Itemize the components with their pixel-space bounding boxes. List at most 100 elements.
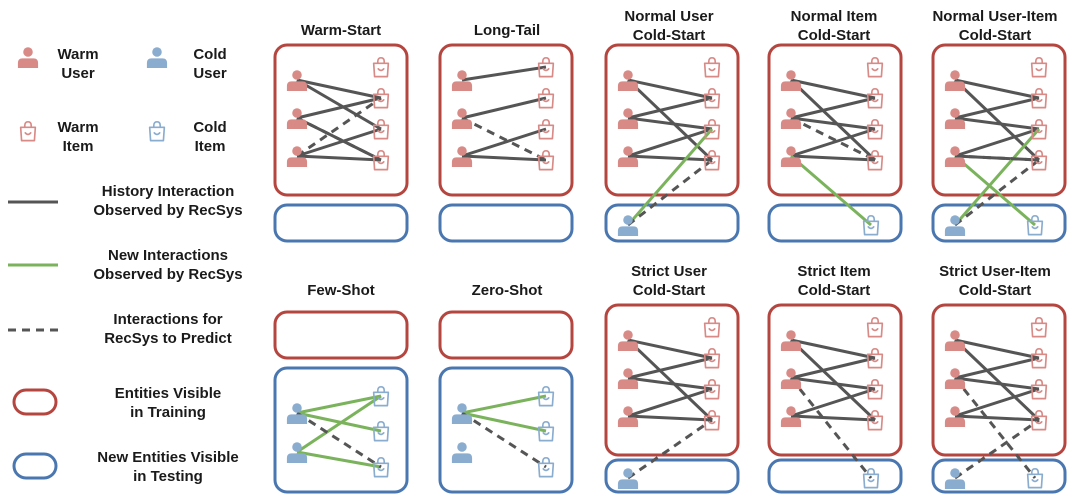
panel-normal-item-cold-start xyxy=(767,43,903,243)
scenario-panels xyxy=(273,43,1067,494)
history-interaction-line xyxy=(627,78,713,100)
new-interaction-line xyxy=(296,450,382,469)
panel-title-long-tail: Long-Tail xyxy=(473,22,541,39)
predict-interaction-line xyxy=(461,116,547,162)
history-interaction-line xyxy=(627,414,713,422)
predict-interaction-line xyxy=(627,158,713,227)
predict-interaction-line xyxy=(953,377,1037,479)
history-interaction-line xyxy=(790,78,876,100)
testing-entities-box xyxy=(931,203,1067,243)
history-interaction-line xyxy=(790,154,876,162)
history-interaction-line xyxy=(790,356,876,380)
panel-strict-user-cold-start xyxy=(604,303,740,494)
testing-entities-box xyxy=(273,203,409,243)
history-interaction-line xyxy=(790,387,876,418)
training-entities-box xyxy=(438,43,574,197)
history-interaction-line xyxy=(954,387,1040,418)
warm-item-icon xyxy=(866,57,884,78)
new-interaction-line xyxy=(461,394,547,415)
panel-strict-item-cold-start xyxy=(767,303,903,494)
testing-entities-box xyxy=(604,203,740,243)
warm-item-icon xyxy=(703,57,721,78)
history-interaction-line xyxy=(790,116,876,131)
history-interaction-line xyxy=(296,96,382,120)
warm-user-icon xyxy=(17,47,39,68)
panel-title-zero-shot: Zero-Shot xyxy=(471,282,543,299)
cold-user-icon xyxy=(617,468,639,489)
new-interaction-line xyxy=(953,128,1041,226)
testing-entities-box xyxy=(438,203,574,243)
predict-interaction-line xyxy=(954,418,1040,480)
panel-long-tail xyxy=(438,43,574,243)
predict-interaction-line xyxy=(461,411,547,469)
history-interaction-line xyxy=(790,376,876,391)
cold-item-icon xyxy=(537,457,555,478)
panel-few-shot xyxy=(273,310,409,494)
test-box-sample xyxy=(12,452,58,480)
history-interaction-line xyxy=(954,116,1040,131)
history-interaction-line xyxy=(461,127,547,158)
history-interaction-line xyxy=(461,96,547,120)
warm-item-icon xyxy=(372,57,390,78)
history-interaction-line xyxy=(954,376,1040,391)
training-entities-box xyxy=(931,303,1067,457)
testing-entities-box xyxy=(273,366,409,494)
predict-interaction-line xyxy=(789,377,873,479)
history-interaction-line xyxy=(790,127,876,158)
new-interaction-line xyxy=(296,394,382,415)
testing-entities-box xyxy=(604,458,740,494)
history-interaction-line xyxy=(626,338,714,422)
warm-item-icon xyxy=(703,317,721,338)
testing-entities-box xyxy=(931,458,1067,494)
training-entities-box xyxy=(767,303,903,457)
history-interaction-line xyxy=(789,78,877,162)
panel-normal-user-item-cold-start xyxy=(931,43,1067,243)
predict-interaction-line xyxy=(954,154,1040,162)
warm-item-icon xyxy=(1030,57,1048,78)
history-interaction-line xyxy=(790,414,876,422)
panel-zero-shot xyxy=(438,310,574,494)
history-interaction-line xyxy=(954,78,1040,100)
panel-normal-user-cold-start xyxy=(604,43,740,243)
legend xyxy=(8,47,168,480)
history-interaction-line xyxy=(954,414,1040,422)
predict-interaction-line xyxy=(954,158,1040,227)
predict-interaction-line xyxy=(296,96,382,158)
cold-user-icon xyxy=(146,47,168,68)
history-interaction-line xyxy=(953,338,1041,422)
history-interaction-line xyxy=(627,96,713,120)
history-interaction-line xyxy=(954,356,1040,380)
new-interaction-line xyxy=(954,154,1036,227)
history-interaction-line xyxy=(954,96,1040,120)
predict-interaction-line xyxy=(296,411,382,469)
testing-entities-box xyxy=(767,203,903,243)
history-interaction-line xyxy=(627,127,713,158)
train-box-sample xyxy=(12,388,58,416)
history-interaction-line xyxy=(627,116,713,131)
history-interaction-line xyxy=(627,376,713,391)
training-entities-box xyxy=(273,43,409,197)
history-interaction-line xyxy=(790,96,876,120)
history-interaction-line xyxy=(296,154,382,162)
warm-item-icon xyxy=(866,317,884,338)
testing-entities-box xyxy=(767,458,903,494)
panel-strict-user-item-cold-start xyxy=(931,303,1067,494)
predict-interaction-line xyxy=(296,116,382,162)
panel-title-few-shot: Few-Shot xyxy=(307,282,375,299)
cold-item-icon xyxy=(148,121,166,142)
warm-item-icon xyxy=(1030,317,1048,338)
history-interaction-line xyxy=(296,78,382,100)
history-interaction-line xyxy=(790,338,876,360)
history-interaction-line xyxy=(789,338,877,422)
